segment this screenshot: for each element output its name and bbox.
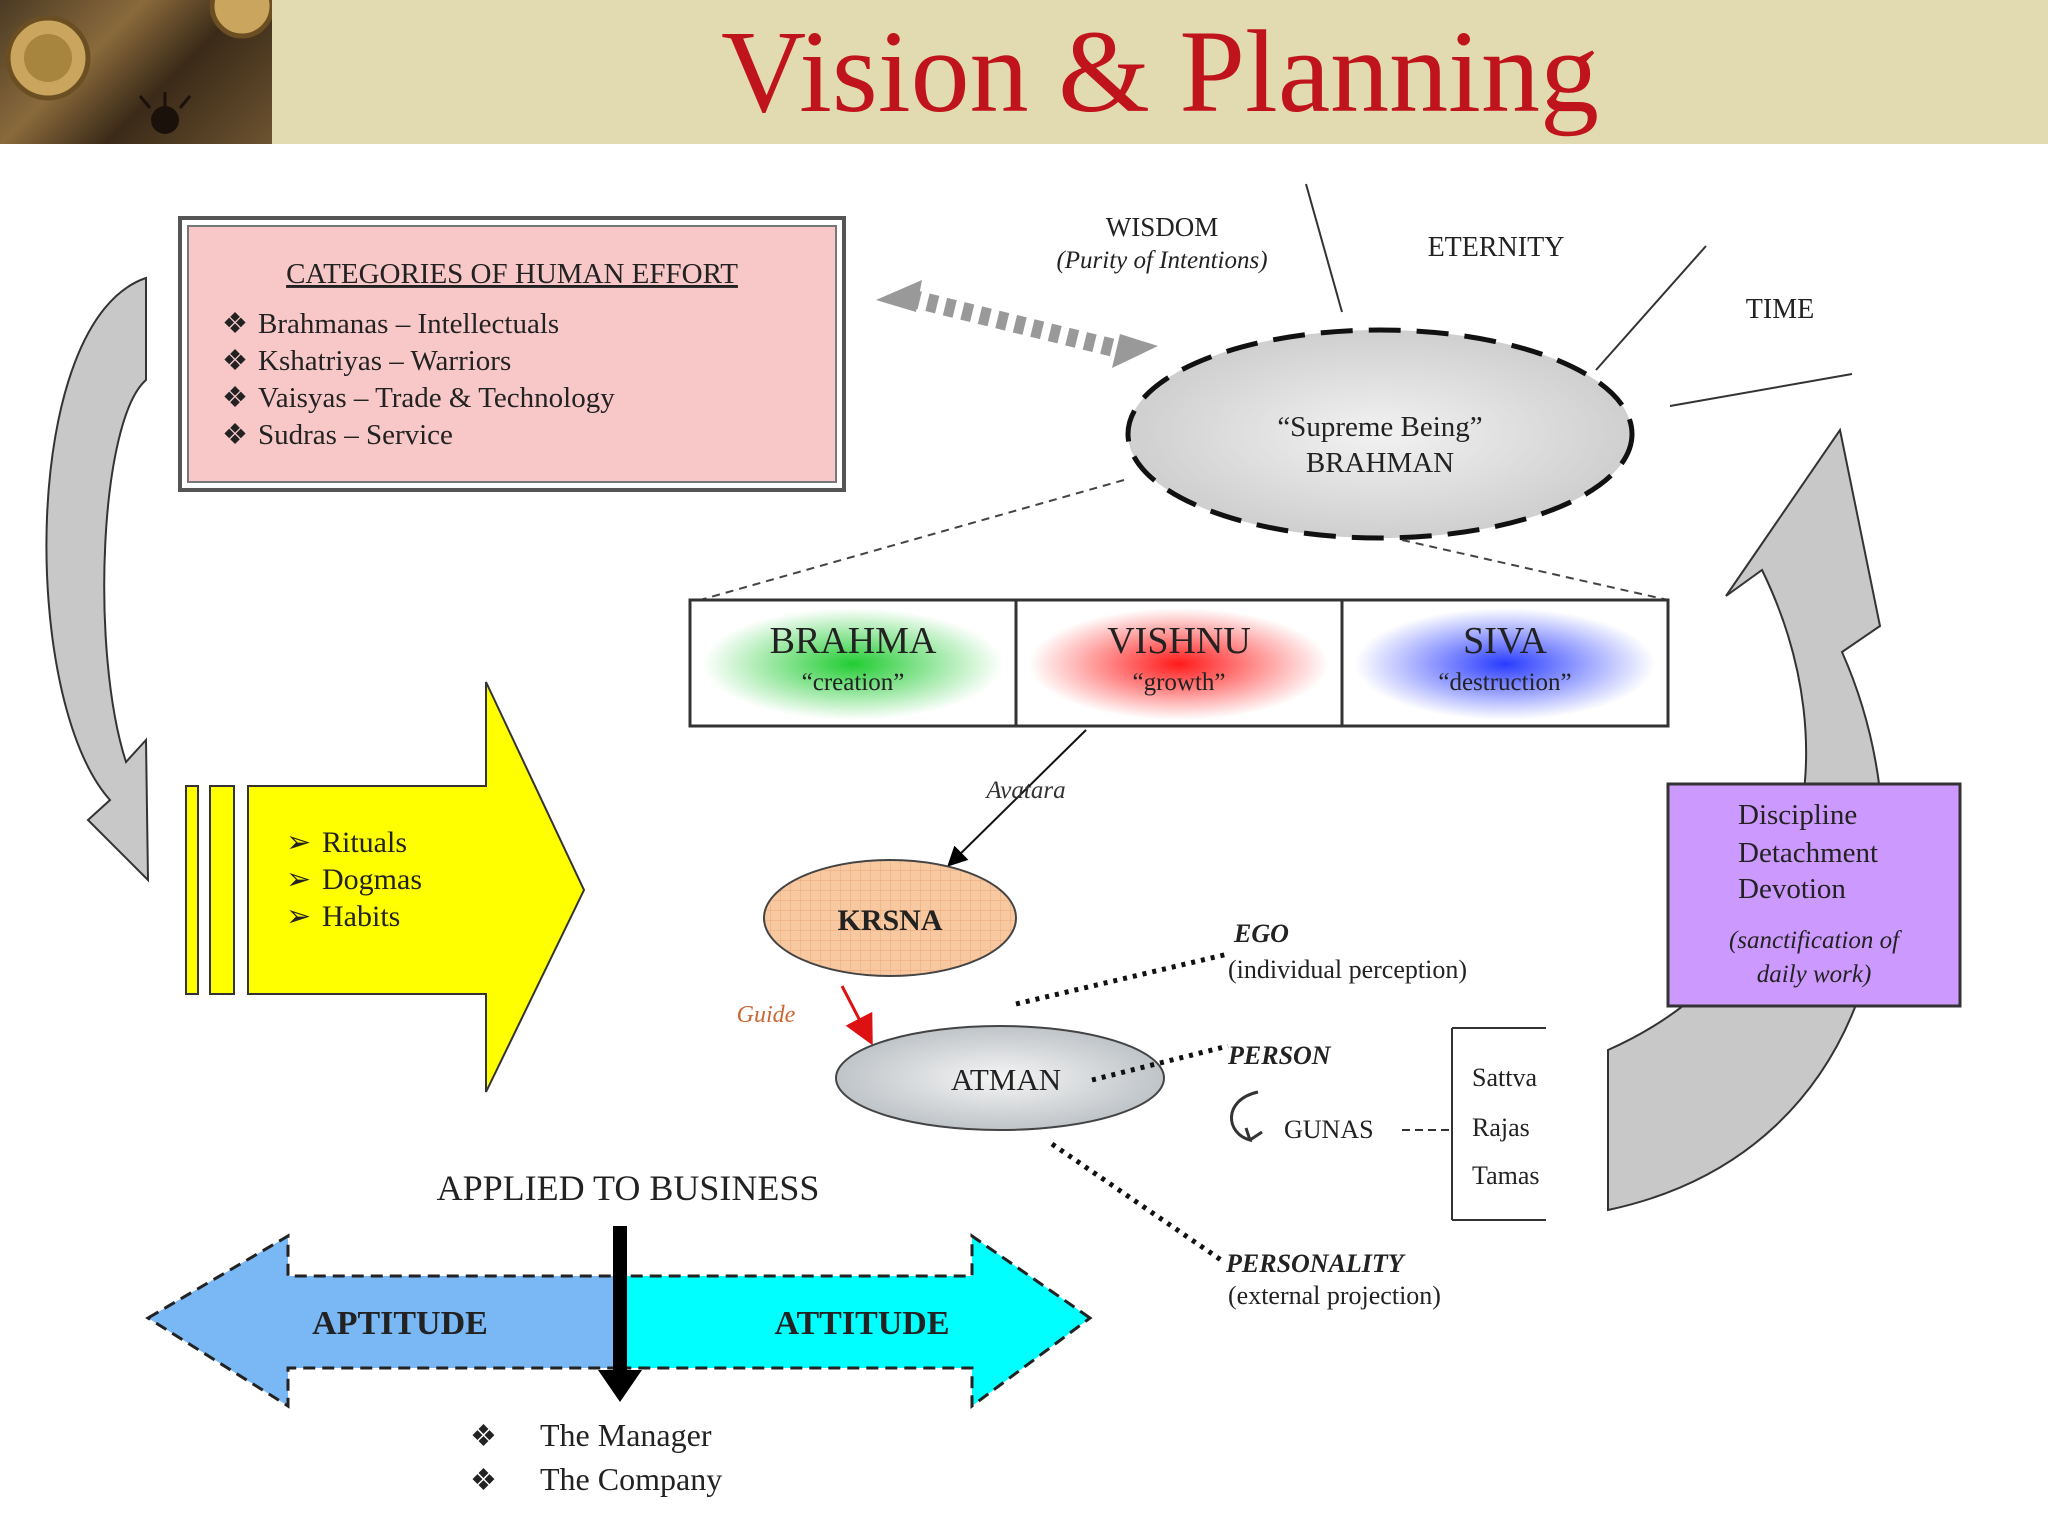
brahma-role: “creation” [802,669,905,696]
wisdom-subtitle: (Purity of Intentions) [1056,247,1267,274]
gunas-bracket [1451,1027,1546,1221]
atman-connectors [1015,951,1229,1265]
discipline-box: Discipline Detachment Devotion (sanctifi… [1666,782,1962,1008]
guna-item: Tamas [1472,1161,1540,1190]
brahman-ellipse: “Supreme Being” BRAHMAN [1125,327,1635,541]
category-item: Sudras – Service [258,419,453,451]
siva-name: SIVA [1463,620,1547,662]
double-dashed-arrow [876,280,1158,368]
applied-heading: APPLIED TO BUSINESS [437,1168,820,1208]
page-title: Vision & Planning [721,6,1599,137]
brahman-line2: BRAHMAN [1306,447,1454,479]
brahman-line1: “Supreme Being” [1277,411,1482,443]
svg-text:❖: ❖ [222,382,248,414]
ego-subtitle: (individual perception) [1228,955,1467,984]
discipline-item: Discipline [1738,799,1857,831]
siva-role: “destruction” [1438,669,1571,696]
guna-item: Sattva [1472,1063,1537,1092]
svg-text:❖: ❖ [222,308,248,340]
philosophy-diagram: CATEGORIES OF HUMAN EFFORT ❖ Brahmanas –… [45,183,1962,1497]
discipline-item: Devotion [1738,873,1846,905]
category-item: Vaisyas – Trade & Technology [258,382,615,414]
ego-label: EGO [1233,919,1289,948]
business-item: The Manager [540,1417,712,1453]
guide-arrow [840,985,873,1046]
aptitude-label: APTITUDE [312,1305,488,1342]
avatara-arrow [947,729,1087,867]
time-label: TIME [1746,294,1814,325]
svg-text:❖: ❖ [222,419,248,451]
logo-image [0,0,272,144]
svg-text:KRSNA: KRSNA [837,904,942,937]
vishnu-name: VISHNU [1107,620,1251,662]
svg-text:❖: ❖ [470,1420,497,1453]
categories-heading: CATEGORIES OF HUMAN EFFORT [286,258,738,290]
ray-lines [1305,183,1853,407]
ritual-item: Dogmas [322,863,422,896]
svg-text:➢: ➢ [286,826,311,859]
discipline-subtitle: daily work) [1757,961,1872,988]
attitude-label: ATTITUDE [774,1305,949,1342]
svg-text:❖: ❖ [470,1464,497,1497]
svg-text:❖: ❖ [222,345,248,377]
personality-subtitle: (external projection) [1228,1281,1441,1310]
personality-label: PERSONALITY [1225,1249,1406,1278]
trinity-table: BRAHMA “creation” VISHNU “growth” SIVA “… [688,598,1670,728]
gunas-label: GUNAS [1284,1115,1374,1144]
person-label: PERSON [1227,1041,1332,1070]
svg-text:➢: ➢ [286,863,311,896]
category-item: Kshatriyas – Warriors [258,345,511,377]
rituals-arrow: ➢ Rituals ➢ Dogmas ➢ Habits [185,681,586,1093]
business-item: The Company [540,1461,722,1497]
guna-item: Rajas [1472,1113,1530,1142]
ritual-item: Rituals [322,826,407,859]
header-bar: Vision & Planning [0,0,2048,144]
categories-list: ❖ Brahmanas – Intellectuals ❖ Kshatriyas… [222,308,615,451]
aptitude-attitude-arrow: APTITUDE ATTITUDE [145,1226,1093,1409]
vishnu-role: “growth” [1132,669,1225,696]
category-item: Brahmanas – Intellectuals [258,308,559,340]
avatara-label: Avatara [984,777,1065,804]
left-cycle-arrow [45,276,150,883]
svg-text:➢: ➢ [286,900,311,933]
wisdom-label: WISDOM [1106,212,1219,242]
krsna-ellipse: KRSNA [763,859,1017,977]
discipline-item: Detachment [1738,837,1878,869]
brahma-name: BRAHMA [770,620,937,662]
categories-box: CATEGORIES OF HUMAN EFFORT ❖ Brahmanas –… [178,216,846,492]
eternity-label: ETERNITY [1428,232,1565,263]
brahman-connectors [699,479,1669,601]
guide-label: Guide [737,1002,796,1028]
ritual-item: Habits [322,900,400,933]
curved-arrow-icon [1230,1090,1263,1143]
atman-ellipse: ATMAN [835,1025,1165,1131]
discipline-subtitle: (sanctification of [1729,927,1902,954]
svg-text:ATMAN: ATMAN [951,1062,1061,1097]
